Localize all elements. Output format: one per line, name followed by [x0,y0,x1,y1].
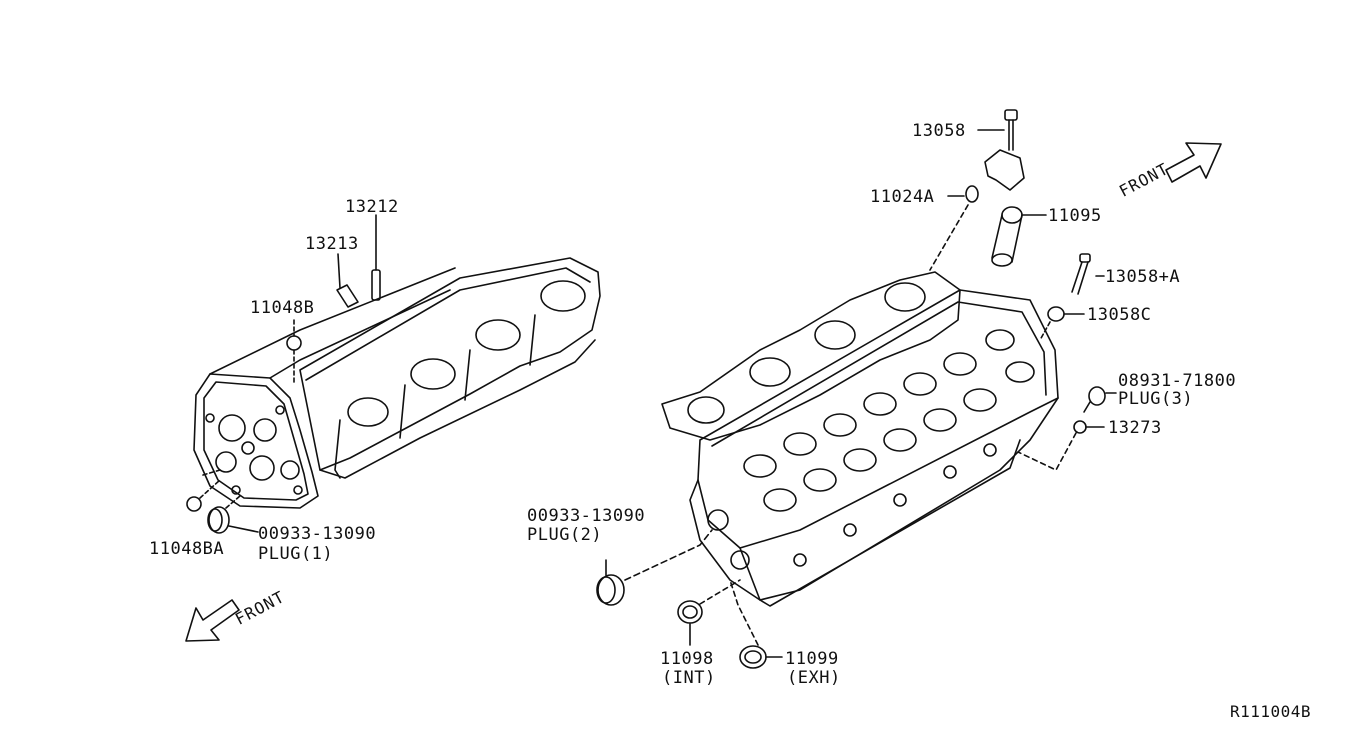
part-label-11048b: 11048B [250,298,315,318]
right-small-parts [596,109,1117,669]
part-label-11098: 11098 [660,649,714,669]
part-label-13058-a: 13058+A [1105,267,1181,287]
part-label-00933-13090-left: 00933-13090 [258,524,377,544]
part-label-00933-13090-right: 00933-13090 [527,506,646,526]
part-label-plug-2: PLUG(2) [527,525,603,545]
part-label-11048ba: 11048BA [149,539,225,559]
left-cylinder-head [193,257,601,509]
part-label-08931-71800: 08931-71800 [1118,371,1237,391]
front-arrow-right [1165,142,1222,183]
part-label-11024a: 11024A [870,187,935,207]
left-small-parts [186,214,381,534]
part-label-13212: 13212 [345,197,399,217]
part-label-11095: 11095 [1048,206,1102,226]
part-label-13273: 13273 [1108,418,1162,438]
diagram-reference-code: R111004B [1230,702,1312,721]
part-label-plug-1: PLUG(1) [258,544,334,564]
part-label-plug-3: PLUG(3) [1118,389,1194,409]
part-label-int: (INT) [662,668,716,688]
right-cylinder-head [661,271,1059,607]
part-label-13058c: 13058C [1087,305,1152,325]
front-arrow-left [185,599,240,642]
part-label-13058: 13058 [912,121,966,141]
part-label-11099: 11099 [785,649,839,669]
part-label-exh: (EXH) [787,668,841,688]
part-label-13213: 13213 [305,234,359,254]
